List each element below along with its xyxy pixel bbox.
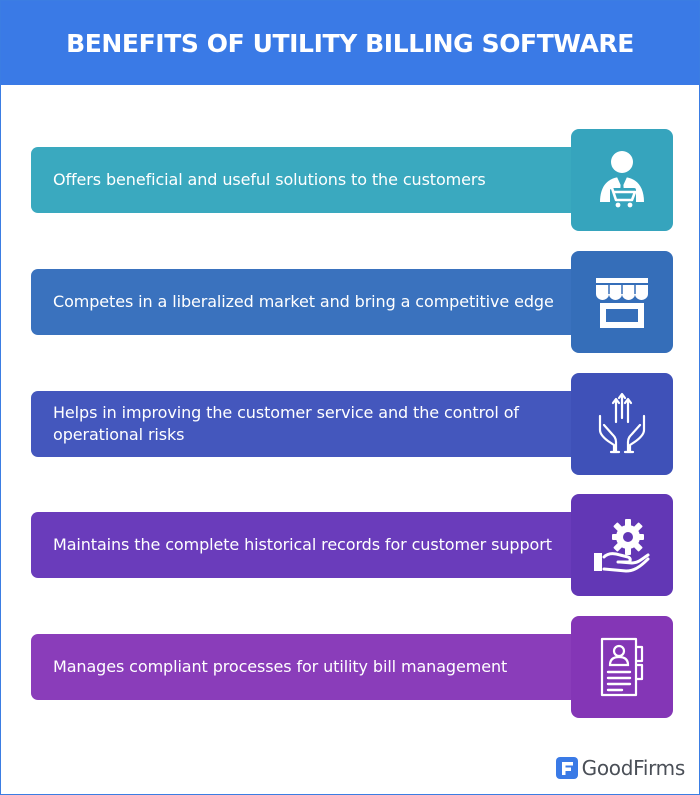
goodfirms-logo: GoodFirms — [555, 756, 686, 780]
benefit-bar: Maintains the complete historical record… — [31, 512, 583, 578]
benefit-text: Competes in a liberalized market and bri… — [53, 292, 554, 311]
document-profile-icon — [600, 637, 644, 697]
benefit-item-3: Helps in improving the customer service … — [1, 373, 699, 475]
benefit-text: Maintains the complete historical record… — [53, 535, 552, 554]
brand-name: GoodFirms — [581, 756, 686, 780]
goodfirms-mark-icon — [555, 757, 578, 779]
benefit-item-5: Manages compliant processes for utility … — [1, 616, 699, 718]
benefit-bar: Helps in improving the customer service … — [31, 391, 583, 457]
benefit-icon-tile — [571, 494, 673, 596]
hand-gear-icon — [594, 519, 650, 573]
benefit-icon-tile — [571, 129, 673, 231]
page-title: BENEFITS OF UTILITY BILLING SOFTWARE — [66, 28, 634, 58]
header-banner: BENEFITS OF UTILITY BILLING SOFTWARE — [1, 1, 699, 85]
benefit-bar: Competes in a liberalized market and bri… — [31, 269, 583, 335]
benefit-text: Offers beneficial and useful solutions t… — [53, 170, 486, 189]
benefit-text: Manages compliant processes for utility … — [53, 657, 508, 676]
benefit-icon-tile — [571, 616, 673, 718]
benefit-item-1: Offers beneficial and useful solutions t… — [1, 129, 699, 231]
benefit-item-2: Competes in a liberalized market and bri… — [1, 251, 699, 353]
customer-cart-icon — [600, 151, 644, 208]
benefit-icon-tile — [571, 251, 673, 353]
benefit-bar: Manages compliant processes for utility … — [31, 634, 583, 700]
hands-growth-icon — [598, 392, 646, 454]
benefit-icon-tile — [571, 373, 673, 475]
benefit-text: Helps in improving the customer service … — [53, 403, 519, 444]
benefit-item-4: Maintains the complete historical record… — [1, 494, 699, 596]
benefit-bar: Offers beneficial and useful solutions t… — [31, 147, 583, 213]
storefront-icon — [596, 278, 648, 328]
